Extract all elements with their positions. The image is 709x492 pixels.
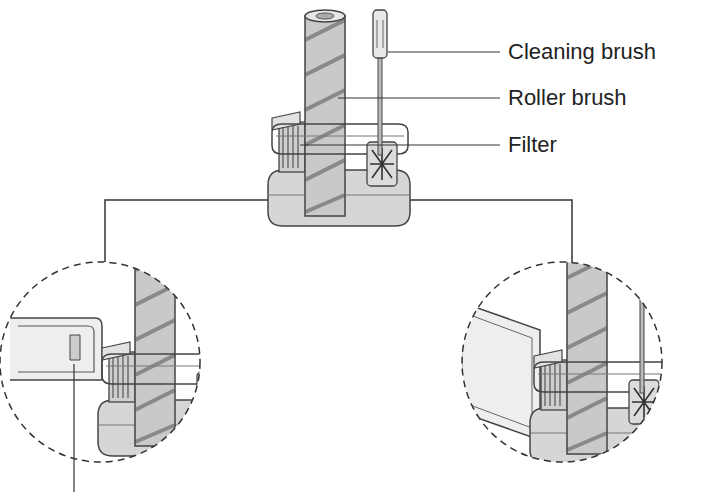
part-label: Roller brush — [508, 85, 627, 111]
part-label: Cleaning brush — [508, 39, 656, 65]
part-label: Filter — [508, 132, 557, 158]
